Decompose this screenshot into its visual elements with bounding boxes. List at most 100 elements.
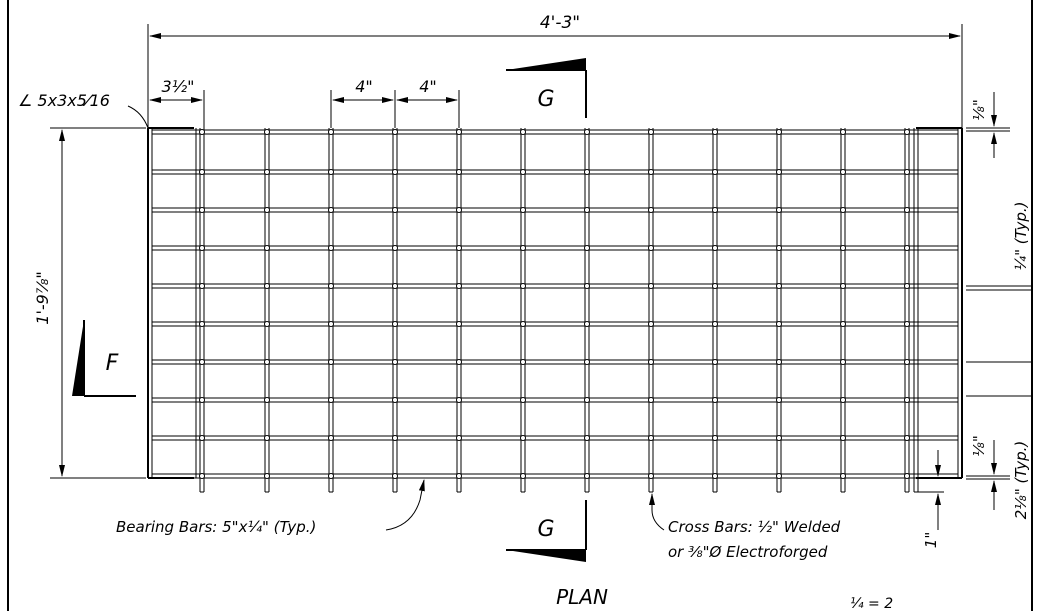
bar-spacing-label-1: 4" [355,77,373,96]
section-mark-g-bottom: G [506,500,587,562]
cross-bar-0-node-8 [199,435,205,441]
cross-bar-5-node-1 [520,169,526,175]
cross-bar-8-node-4 [712,283,718,289]
angle-callout: ∠ 5x3x5⁄16 [18,91,149,129]
cross-bar-10-node-8 [840,435,846,441]
cross-bar-7-node-2 [648,207,654,213]
cross-bar-2-node-4 [328,283,334,289]
cross-bar-2-node-9 [328,473,334,479]
cross-bar-4-node-5 [456,321,462,327]
view-title: PLAN [556,585,608,609]
edge-width-label: 2⅛" (Typ.) [1012,441,1030,519]
cross-bar-4-node-2 [456,207,462,213]
cross-bar-6-node-0 [584,129,590,135]
cross-bar-1-node-7 [264,397,270,403]
cross-bar-9-node-2 [776,207,782,213]
cross-bar-4-node-3 [456,245,462,251]
bar-thickness-label: ¼" (Typ.) [1012,202,1030,271]
cross-bar-6-node-9 [584,473,590,479]
cross-bar-4-node-9 [456,473,462,479]
cross-bar-6-node-7 [584,397,590,403]
cross-bars-callout: Cross Bars: ½" Welded or ⅜"Ø Electroforg… [649,493,841,561]
cross-bar-5-node-5 [520,321,526,327]
cross-bar-11-node-1 [904,169,910,175]
cross-bar-10-node-4 [840,283,846,289]
cross-bar-5-node-2 [520,207,526,213]
scale-fragment: ¼ = 2 [850,596,893,611]
cross-bar-10-node-3 [840,245,846,251]
cross-bar-0-node-2 [199,207,205,213]
cross-bar-3-node-8 [392,435,398,441]
cross-bar-8-node-7 [712,397,718,403]
overall-height-label: 1'-9⅞" [33,271,52,324]
cross-bar-1-node-9 [264,473,270,479]
cross-bar-8-node-8 [712,435,718,441]
cross-bar-7-node-9 [648,473,654,479]
cross-bar-4-node-4 [456,283,462,289]
cross-bar-11-node-3 [904,245,910,251]
cross-bar-8-node-6 [712,359,718,365]
cross-bars-label-2: or ⅜"Ø Electroforged [668,543,828,561]
cross-bar-0-node-5 [199,321,205,327]
cross-bar-5-node-7 [520,397,526,403]
extension-label: 1" [922,532,940,548]
cross-bar-5-node-8 [520,435,526,441]
cross-bar-11-node-2 [904,207,910,213]
cross-bar-3-node-9 [392,473,398,479]
right-dimensions: ⅛" ¼" (Typ.) ⅛" 2⅛" (Typ.) 1" [914,92,1032,548]
cross-bar-9-node-0 [776,129,782,135]
cross-bar-1-node-0 [264,129,270,135]
cross-bar-9-node-3 [776,245,782,251]
cross-bars-label-1: Cross Bars: ½" Welded [668,518,841,536]
cross-bar-9-node-4 [776,283,782,289]
cross-bar-2-node-1 [328,169,334,175]
cross-bar-6-node-8 [584,435,590,441]
cross-bar-10-node-2 [840,207,846,213]
cross-bar-0-node-6 [199,359,205,365]
cross-bar-1-node-2 [264,207,270,213]
cross-bar-2-node-5 [328,321,334,327]
cross-bar-3-node-3 [392,245,398,251]
cross-bar-9-node-9 [776,473,782,479]
cross-bar-0-node-1 [199,169,205,175]
cross-bar-6-node-3 [584,245,590,251]
cross-bar-10-node-9 [840,473,846,479]
cross-bar-2-node-0 [328,129,334,135]
cross-bar-2-node-7 [328,397,334,403]
cross-bar-6-node-4 [584,283,590,289]
cross-bar-5-node-6 [520,359,526,365]
cross-bar-9-node-8 [776,435,782,441]
cross-bar-3-node-7 [392,397,398,403]
cross-bar-0-node-7 [199,397,205,403]
cross-bar-2-node-2 [328,207,334,213]
overall-width-dimension: 4'-3" [147,13,963,128]
cross-bar-8-node-9 [712,473,718,479]
cross-bar-1-node-4 [264,283,270,289]
cross-bar-7-node-5 [648,321,654,327]
cross-bar-9-node-1 [776,169,782,175]
grating-assembly [147,127,963,493]
cross-bar-6-node-5 [584,321,590,327]
cross-bar-6-node-6 [584,359,590,365]
cross-bar-2-node-3 [328,245,334,251]
cross-bar-11-node-5 [904,321,910,327]
end-spacing-label: 3½" [161,77,194,96]
top-offset-label: ⅛" [970,99,988,120]
cross-bar-7-node-7 [648,397,654,403]
cross-bar-7-node-1 [648,169,654,175]
section-mark-g-top: G [506,58,587,118]
cross-bar-10-node-6 [840,359,846,365]
cross-bar-4-node-8 [456,435,462,441]
cross-bar-7-node-3 [648,245,654,251]
cross-bar-10-node-1 [840,169,846,175]
cross-bar-0-node-3 [199,245,205,251]
cross-bar-6-node-1 [584,169,590,175]
cross-bar-1-node-8 [264,435,270,441]
section-mark-g-top-label: G [537,87,554,112]
bar-spacing-dimension: 4" 4" [330,77,460,128]
cross-bar-1-node-3 [264,245,270,251]
overall-height-dimension: 1'-9⅞" [33,127,146,479]
cross-bar-3-node-6 [392,359,398,365]
cross-bar-8-node-0 [712,129,718,135]
